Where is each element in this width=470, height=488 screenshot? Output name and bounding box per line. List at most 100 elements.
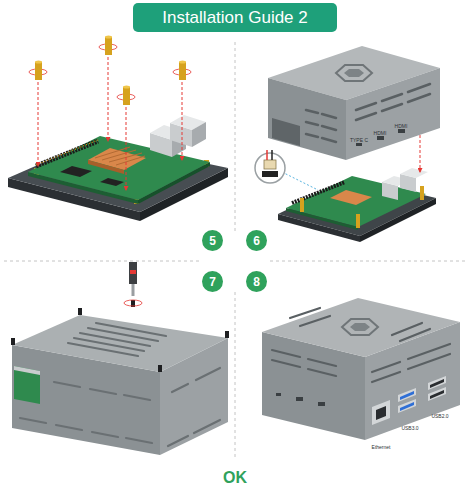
side-port xyxy=(276,393,325,406)
fan-connector-inset xyxy=(264,160,276,169)
usb-port xyxy=(428,376,446,390)
brass-standoff xyxy=(35,62,42,80)
step-8-illustration xyxy=(300,316,330,326)
brass-standoff xyxy=(123,87,130,105)
case-top xyxy=(306,110,318,113)
case-top xyxy=(382,104,402,111)
step-7-illustration xyxy=(20,418,46,423)
screw xyxy=(158,365,162,372)
screw xyxy=(11,300,229,372)
case-top xyxy=(408,94,430,102)
case-top xyxy=(356,143,362,146)
step-8-illustration xyxy=(272,360,300,367)
step-7-illustration xyxy=(168,436,188,446)
brass-standoff xyxy=(179,62,186,80)
case-top xyxy=(306,122,318,125)
step-7-illustration xyxy=(194,420,220,433)
case-top xyxy=(336,65,372,81)
step-7-illustration xyxy=(54,382,80,387)
usb-port xyxy=(430,390,444,399)
step-6-illustration xyxy=(300,198,304,212)
screwdriver xyxy=(130,270,136,274)
step-5-illustration xyxy=(60,166,92,177)
step-8-illustration xyxy=(290,308,320,318)
result-label: OK xyxy=(223,469,247,487)
step-6-illustration xyxy=(356,214,360,228)
brass-standoff xyxy=(123,86,130,89)
step-7-illustration xyxy=(14,366,40,375)
step-number-circle: 8 xyxy=(246,271,267,292)
step-8-illustration xyxy=(350,323,370,331)
usb-port xyxy=(192,122,206,147)
step-number: 8 xyxy=(253,275,260,289)
case-top xyxy=(408,84,430,92)
screw-arrow xyxy=(126,107,127,190)
step-number-circle: 7 xyxy=(202,271,223,292)
step-7-illustration xyxy=(90,389,116,394)
step-6-illustration xyxy=(400,168,428,178)
case-top xyxy=(356,103,376,110)
case-top xyxy=(322,126,336,130)
port-label: USB2.0 xyxy=(431,413,448,419)
side-port xyxy=(318,402,325,406)
step-6-illustration xyxy=(286,208,358,230)
step-7-illustration xyxy=(12,315,228,372)
case-top xyxy=(398,129,405,133)
heatsink xyxy=(88,160,124,174)
brass-standoff xyxy=(105,36,112,39)
ethernet-port xyxy=(372,400,390,425)
usb-port xyxy=(400,391,414,400)
step-8-illustration xyxy=(372,372,400,382)
separator-line xyxy=(235,292,236,458)
step-7-illustration xyxy=(56,425,82,430)
usb-port xyxy=(398,399,416,413)
step-8-illustration xyxy=(308,359,336,366)
screw-arrow xyxy=(182,82,183,160)
screwdriver xyxy=(124,262,142,306)
step-number: 6 xyxy=(253,234,260,248)
step-7-illustration xyxy=(92,432,118,437)
port-label: HDMI xyxy=(374,130,387,136)
fan-connector-inset xyxy=(266,150,268,160)
screwdriver xyxy=(124,300,142,306)
step-8-illustration xyxy=(342,319,378,335)
case-top xyxy=(306,84,430,142)
step-6-illustration xyxy=(330,190,372,205)
step-number: 7 xyxy=(209,275,216,289)
fan-connector-inset xyxy=(255,153,285,183)
separator-line xyxy=(235,42,236,232)
step-number-circle: 6 xyxy=(246,230,267,251)
step-number: 5 xyxy=(209,234,216,248)
case-top xyxy=(344,69,364,77)
step-6-illustration xyxy=(420,186,424,200)
screwdriver xyxy=(129,262,137,284)
step-7-illustration xyxy=(74,338,144,351)
ethernet-port xyxy=(372,400,390,425)
port-label: HDMI xyxy=(395,123,408,129)
side-port xyxy=(296,397,303,401)
heatsink xyxy=(88,148,146,170)
separator-line xyxy=(270,261,466,262)
case-top xyxy=(382,94,402,101)
separator-line xyxy=(4,261,200,262)
step-7-illustration xyxy=(172,384,188,392)
step-8-illustration xyxy=(262,298,460,357)
step-7-illustration xyxy=(20,323,220,446)
brass-standoff xyxy=(179,61,186,64)
brass-standoff xyxy=(105,37,112,55)
screwdriver xyxy=(132,284,135,296)
port-label: Ethernet xyxy=(372,444,391,450)
step-8-illustration xyxy=(308,369,336,376)
screw-arrow xyxy=(29,44,191,190)
case-top xyxy=(377,136,384,140)
usb-port xyxy=(428,387,446,401)
screw xyxy=(78,308,82,315)
screw-arrow xyxy=(38,82,39,166)
usb-port xyxy=(398,388,416,402)
fan-connector-inset xyxy=(271,150,273,160)
case-top xyxy=(272,118,300,146)
step-8-illustration xyxy=(262,298,460,440)
fan-connector-inset xyxy=(255,150,318,190)
